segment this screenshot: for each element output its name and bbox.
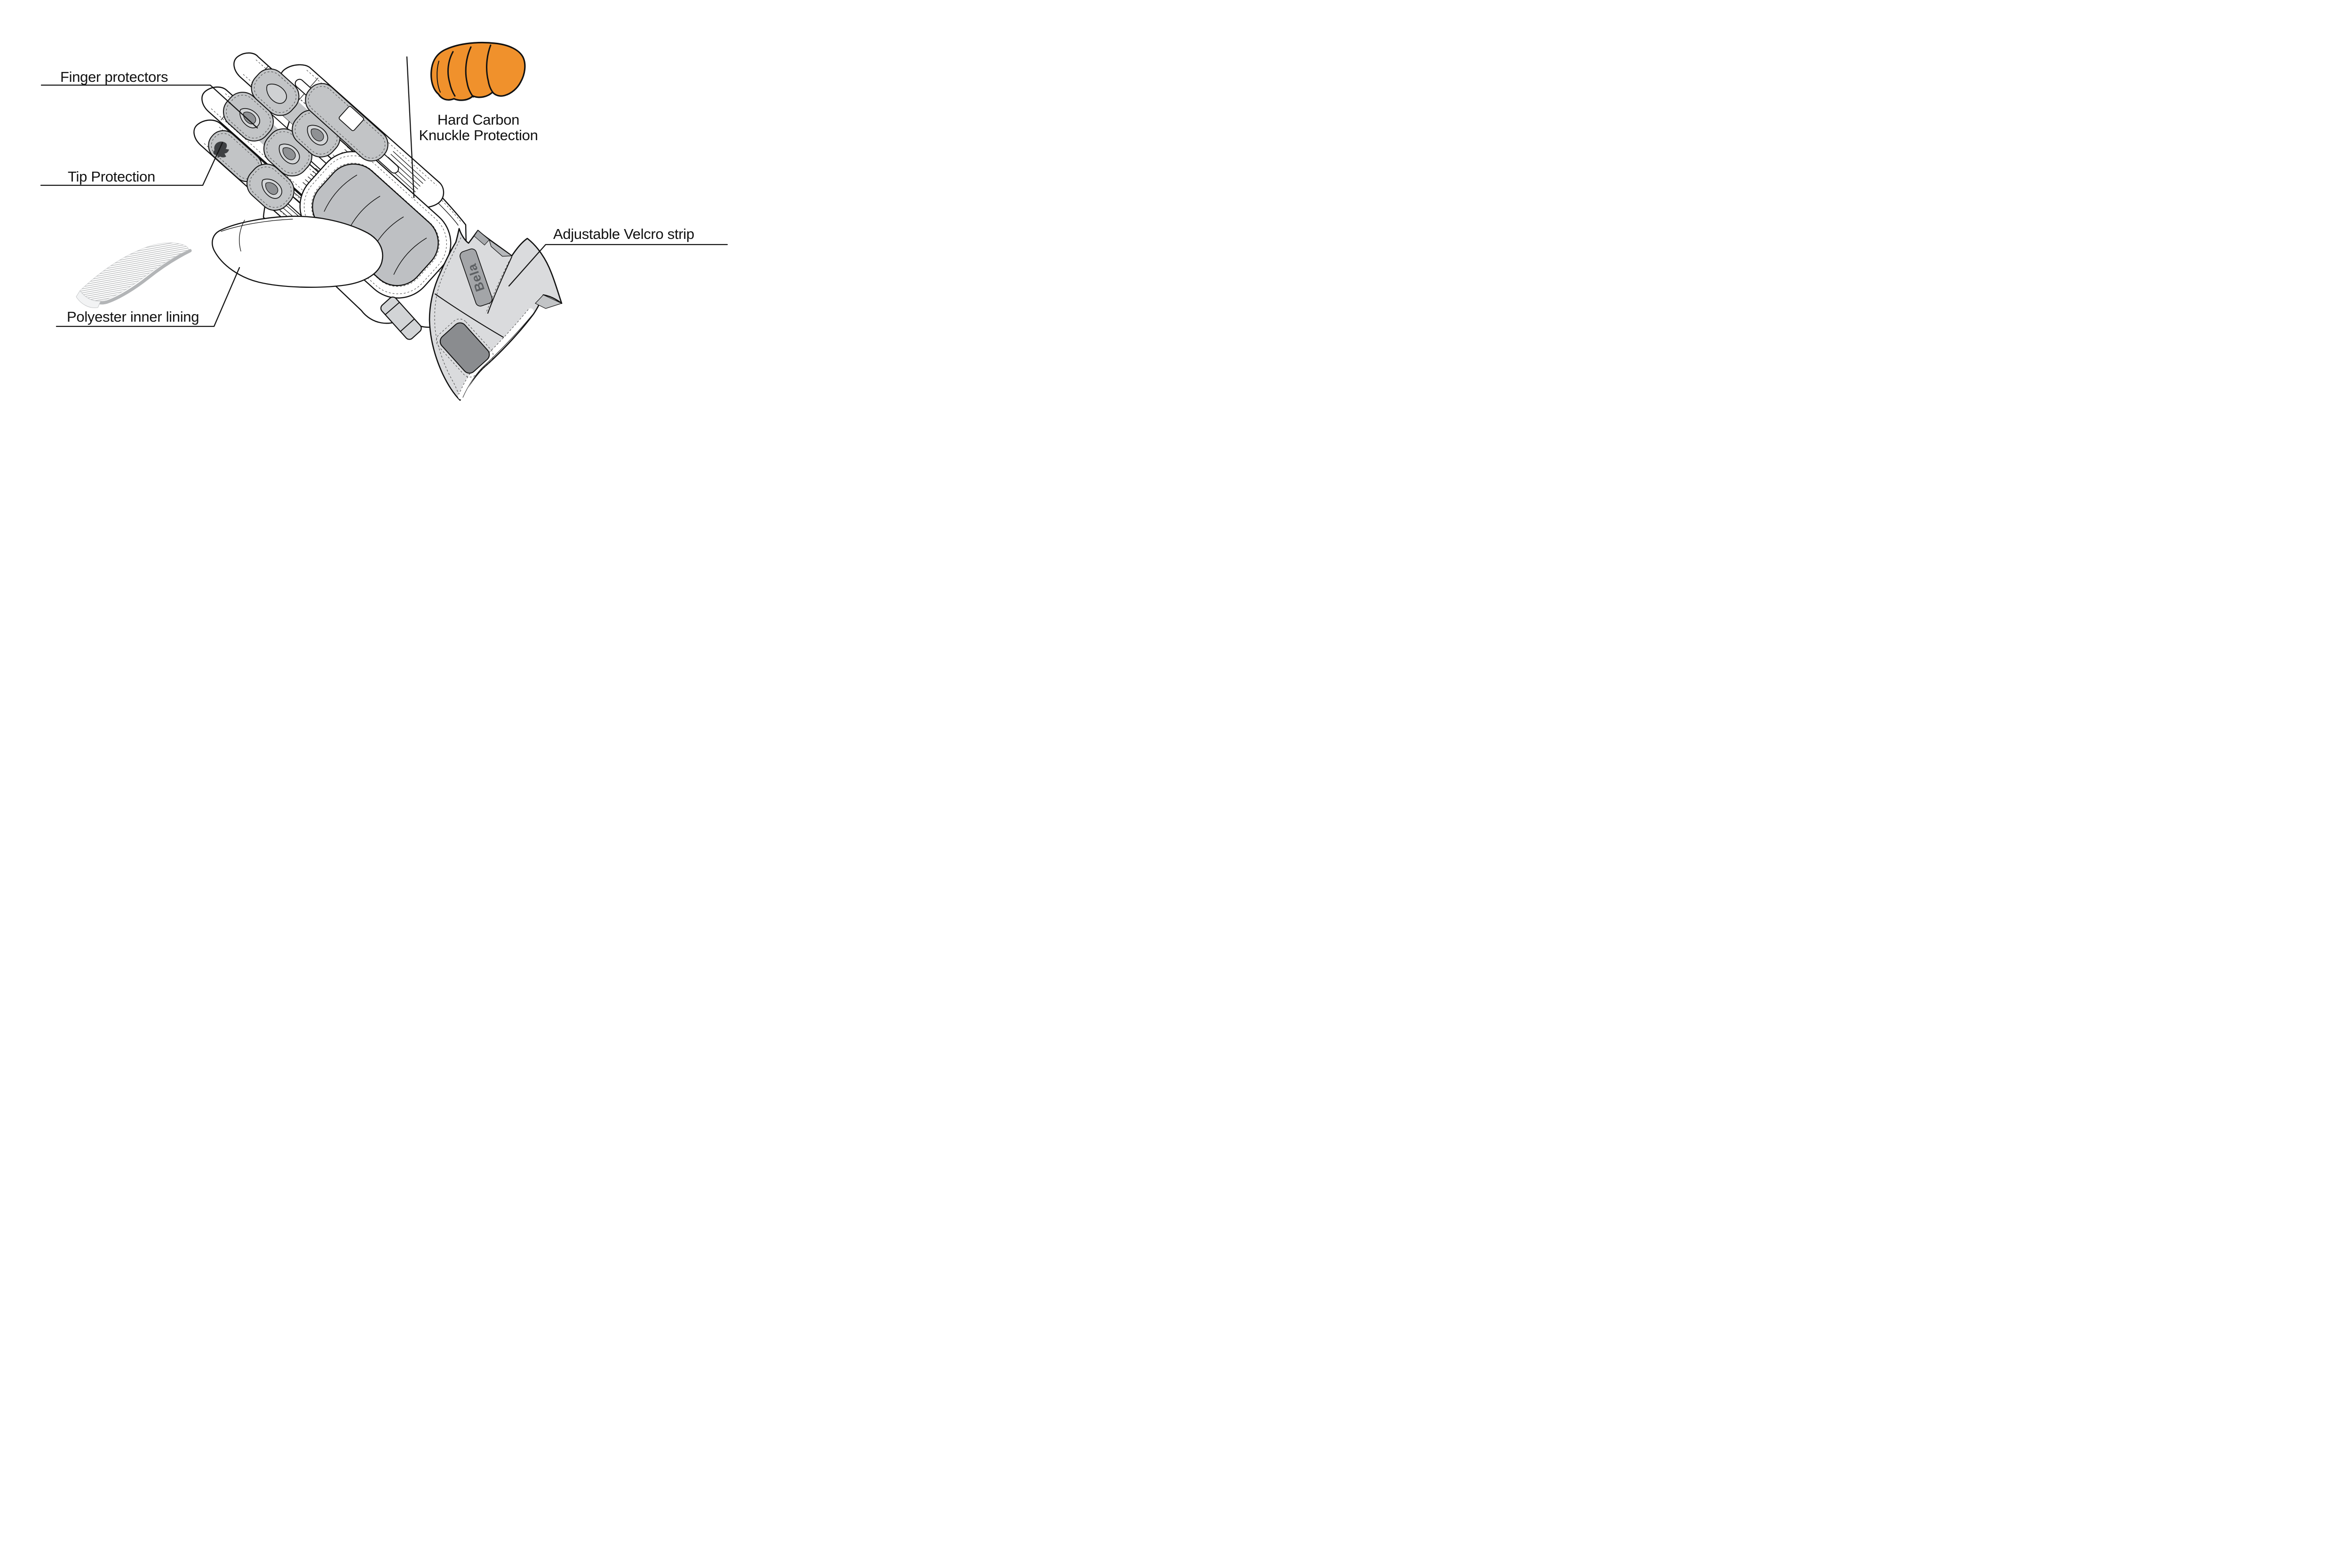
knuckle-side-crease [437, 61, 441, 93]
thumb [212, 215, 383, 288]
strap-seam [400, 318, 415, 332]
knuckle-label-line1: Hard Carbon [437, 111, 519, 128]
finger-protector-pads [208, 68, 389, 211]
finger-protectors-callout: Finger protectors [40, 69, 258, 129]
diagram-canvas: Bela Finger protectors Tip Protection [40, 41, 728, 401]
knuckle-leader [406, 56, 415, 198]
thumb-top-seam [221, 219, 293, 232]
fabric-swatch-icon [76, 242, 192, 309]
thumb-tip-seam [239, 220, 245, 252]
wrist-strap-band [380, 296, 422, 340]
lining-callout: Polyester inner lining [56, 242, 240, 327]
lining-label: Polyester inner lining [67, 309, 199, 325]
cuff-hem-stitch [459, 309, 529, 395]
tip-protection-callout: Tip Protection [40, 142, 223, 186]
finger-joint-pad [223, 92, 274, 142]
strap-seam [385, 302, 400, 315]
lining-leader [56, 267, 240, 327]
cuff-flap-seam [487, 256, 512, 314]
finger-protectors-label: Finger protectors [60, 69, 168, 85]
cuff: Bela [429, 228, 563, 401]
knuckle-protector-shape [430, 41, 526, 101]
cuff-hem-line [462, 314, 533, 398]
fabric-swatch-corner [76, 290, 101, 309]
finger-protectors-leader [40, 84, 258, 129]
glove-illustration: Bela [193, 52, 563, 401]
cuff-fold-wedge [488, 239, 513, 257]
brand-strip-band [460, 248, 493, 307]
finger-joint-pad [246, 163, 294, 211]
glove-feature-diagram: Bela Finger protectors Tip Protection [0, 0, 732, 418]
tip-protection-leader [40, 142, 223, 186]
pad-insert-inner [265, 182, 278, 195]
velcro-leader [508, 244, 728, 287]
thumb-shape [212, 215, 383, 288]
callouts: Finger protectors Tip Protection Hard Ca… [40, 41, 728, 327]
pinky-pad [305, 83, 389, 162]
velcro-patch [436, 318, 493, 378]
wrist-strap [380, 296, 422, 340]
knuckle-division-line [486, 44, 494, 94]
cuff-fold-wedge [535, 294, 563, 309]
knuckle-division-line [447, 51, 456, 97]
cuff-panel-seam [435, 293, 509, 341]
knuckle-division-line [465, 46, 474, 98]
finger-joint-pad [251, 68, 300, 116]
knuckle-label-line2: Knuckle Protection [419, 127, 538, 143]
knuckle-protector-icon [430, 41, 526, 101]
knuckle-protection-callout: Hard Carbon Knuckle Protection [406, 41, 538, 198]
fabric-swatch-face [79, 242, 189, 301]
velcro-label: Adjustable Velcro strip [553, 226, 694, 242]
tip-protection-label: Tip Protection [68, 168, 155, 185]
cuff-fold-wedge [474, 230, 490, 245]
pad-notch [339, 106, 364, 131]
velcro-callout: Adjustable Velcro strip [508, 226, 728, 287]
velcro-patch-pad [439, 322, 490, 374]
